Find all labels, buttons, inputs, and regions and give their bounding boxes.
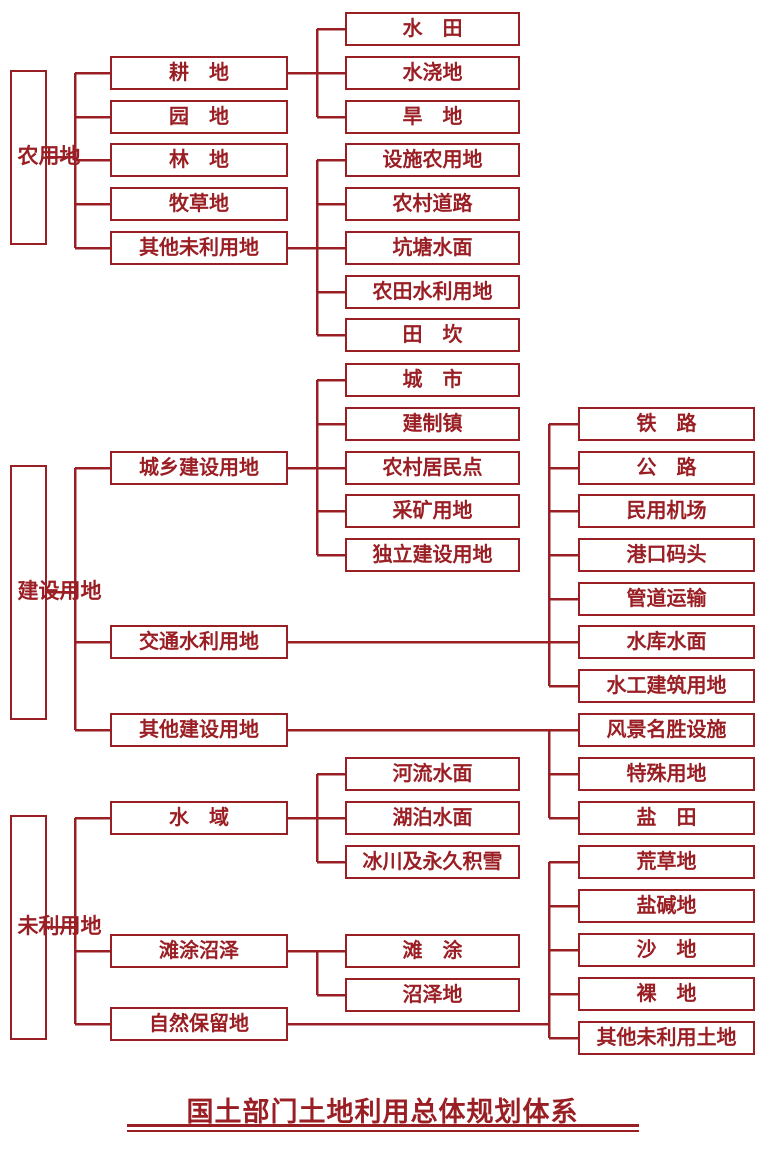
node-port-wharf: 港口码头 xyxy=(578,538,755,572)
node-other-construction-land: 其他建设用地 xyxy=(110,713,288,747)
node-construction-land-label: 建设用地 xyxy=(17,580,102,604)
node-designated-town: 建制镇 xyxy=(345,407,520,441)
node-city: 城 市 xyxy=(345,363,520,397)
title-underline-top xyxy=(127,1124,639,1127)
node-farmland-irrigation-land: 农田水利用地 xyxy=(345,275,520,309)
node-agricultural-land: 农用地 xyxy=(10,70,81,245)
node-other-unused-land: 其他未利用土地 xyxy=(578,1021,755,1055)
diagram-title: 国土部门土地利用总体规划体系 xyxy=(186,1097,579,1127)
node-forest-land: 林 地 xyxy=(110,143,288,177)
node-salt-field: 盐 田 xyxy=(578,801,755,835)
node-rural-road: 农村道路 xyxy=(345,187,520,221)
node-wild-grassland: 荒草地 xyxy=(578,845,755,879)
node-river-water: 河流水面 xyxy=(345,757,520,791)
node-agricultural-land-label: 农用地 xyxy=(17,145,81,169)
node-saline-alkali-land: 盐碱地 xyxy=(578,889,755,923)
node-reservoir-water: 水库水面 xyxy=(578,625,755,659)
node-dry-land: 旱 地 xyxy=(345,100,520,134)
node-transport-water-land: 交通水利用地 xyxy=(110,625,288,659)
node-rural-settlement: 农村居民点 xyxy=(345,451,520,485)
node-water-area: 水 域 xyxy=(110,801,288,835)
node-independent-construction: 独立建设用地 xyxy=(345,538,520,572)
node-mudflat-marsh: 滩涂沼泽 xyxy=(110,934,288,968)
node-mudflat: 滩 涂 xyxy=(345,934,520,968)
node-construction-land: 建设用地 xyxy=(10,465,102,720)
node-mining-land: 采矿用地 xyxy=(345,494,520,528)
node-garden-land: 园 地 xyxy=(110,100,288,134)
node-civil-airport: 民用机场 xyxy=(578,494,755,528)
node-sandy-land: 沙 地 xyxy=(578,933,755,967)
node-lake-water: 湖泊水面 xyxy=(345,801,520,835)
node-pasture-land: 牧草地 xyxy=(110,187,288,221)
node-irrigated-land: 水浇地 xyxy=(345,56,520,90)
node-urban-rural-construction: 城乡建设用地 xyxy=(110,451,288,485)
title-underline-bottom xyxy=(127,1130,639,1132)
node-field-ridge: 田 坎 xyxy=(345,318,520,352)
node-pond-water: 坑塘水面 xyxy=(345,231,520,265)
node-hydraulic-structure-land: 水工建筑用地 xyxy=(578,669,755,703)
node-cultivated-land: 耕 地 xyxy=(110,56,288,90)
node-unused-land-label: 未利用地 xyxy=(17,915,102,939)
node-facility-agri-land: 设施农用地 xyxy=(345,143,520,177)
node-natural-reserved-land: 自然保留地 xyxy=(110,1007,288,1041)
node-pipeline-transport: 管道运输 xyxy=(578,582,755,616)
node-scenic-facility: 风景名胜设施 xyxy=(578,713,755,747)
node-other-agri-land: 其他未利用地 xyxy=(110,231,288,265)
node-paddy-field: 水 田 xyxy=(345,12,520,46)
node-special-land: 特殊用地 xyxy=(578,757,755,791)
node-glacier-snow: 冰川及永久积雪 xyxy=(345,845,520,879)
node-bare-land: 裸 地 xyxy=(578,977,755,1011)
node-marsh-land: 沼泽地 xyxy=(345,978,520,1012)
node-highway: 公 路 xyxy=(578,451,755,485)
node-unused-land: 未利用地 xyxy=(10,815,102,1040)
node-railway: 铁 路 xyxy=(578,407,755,441)
